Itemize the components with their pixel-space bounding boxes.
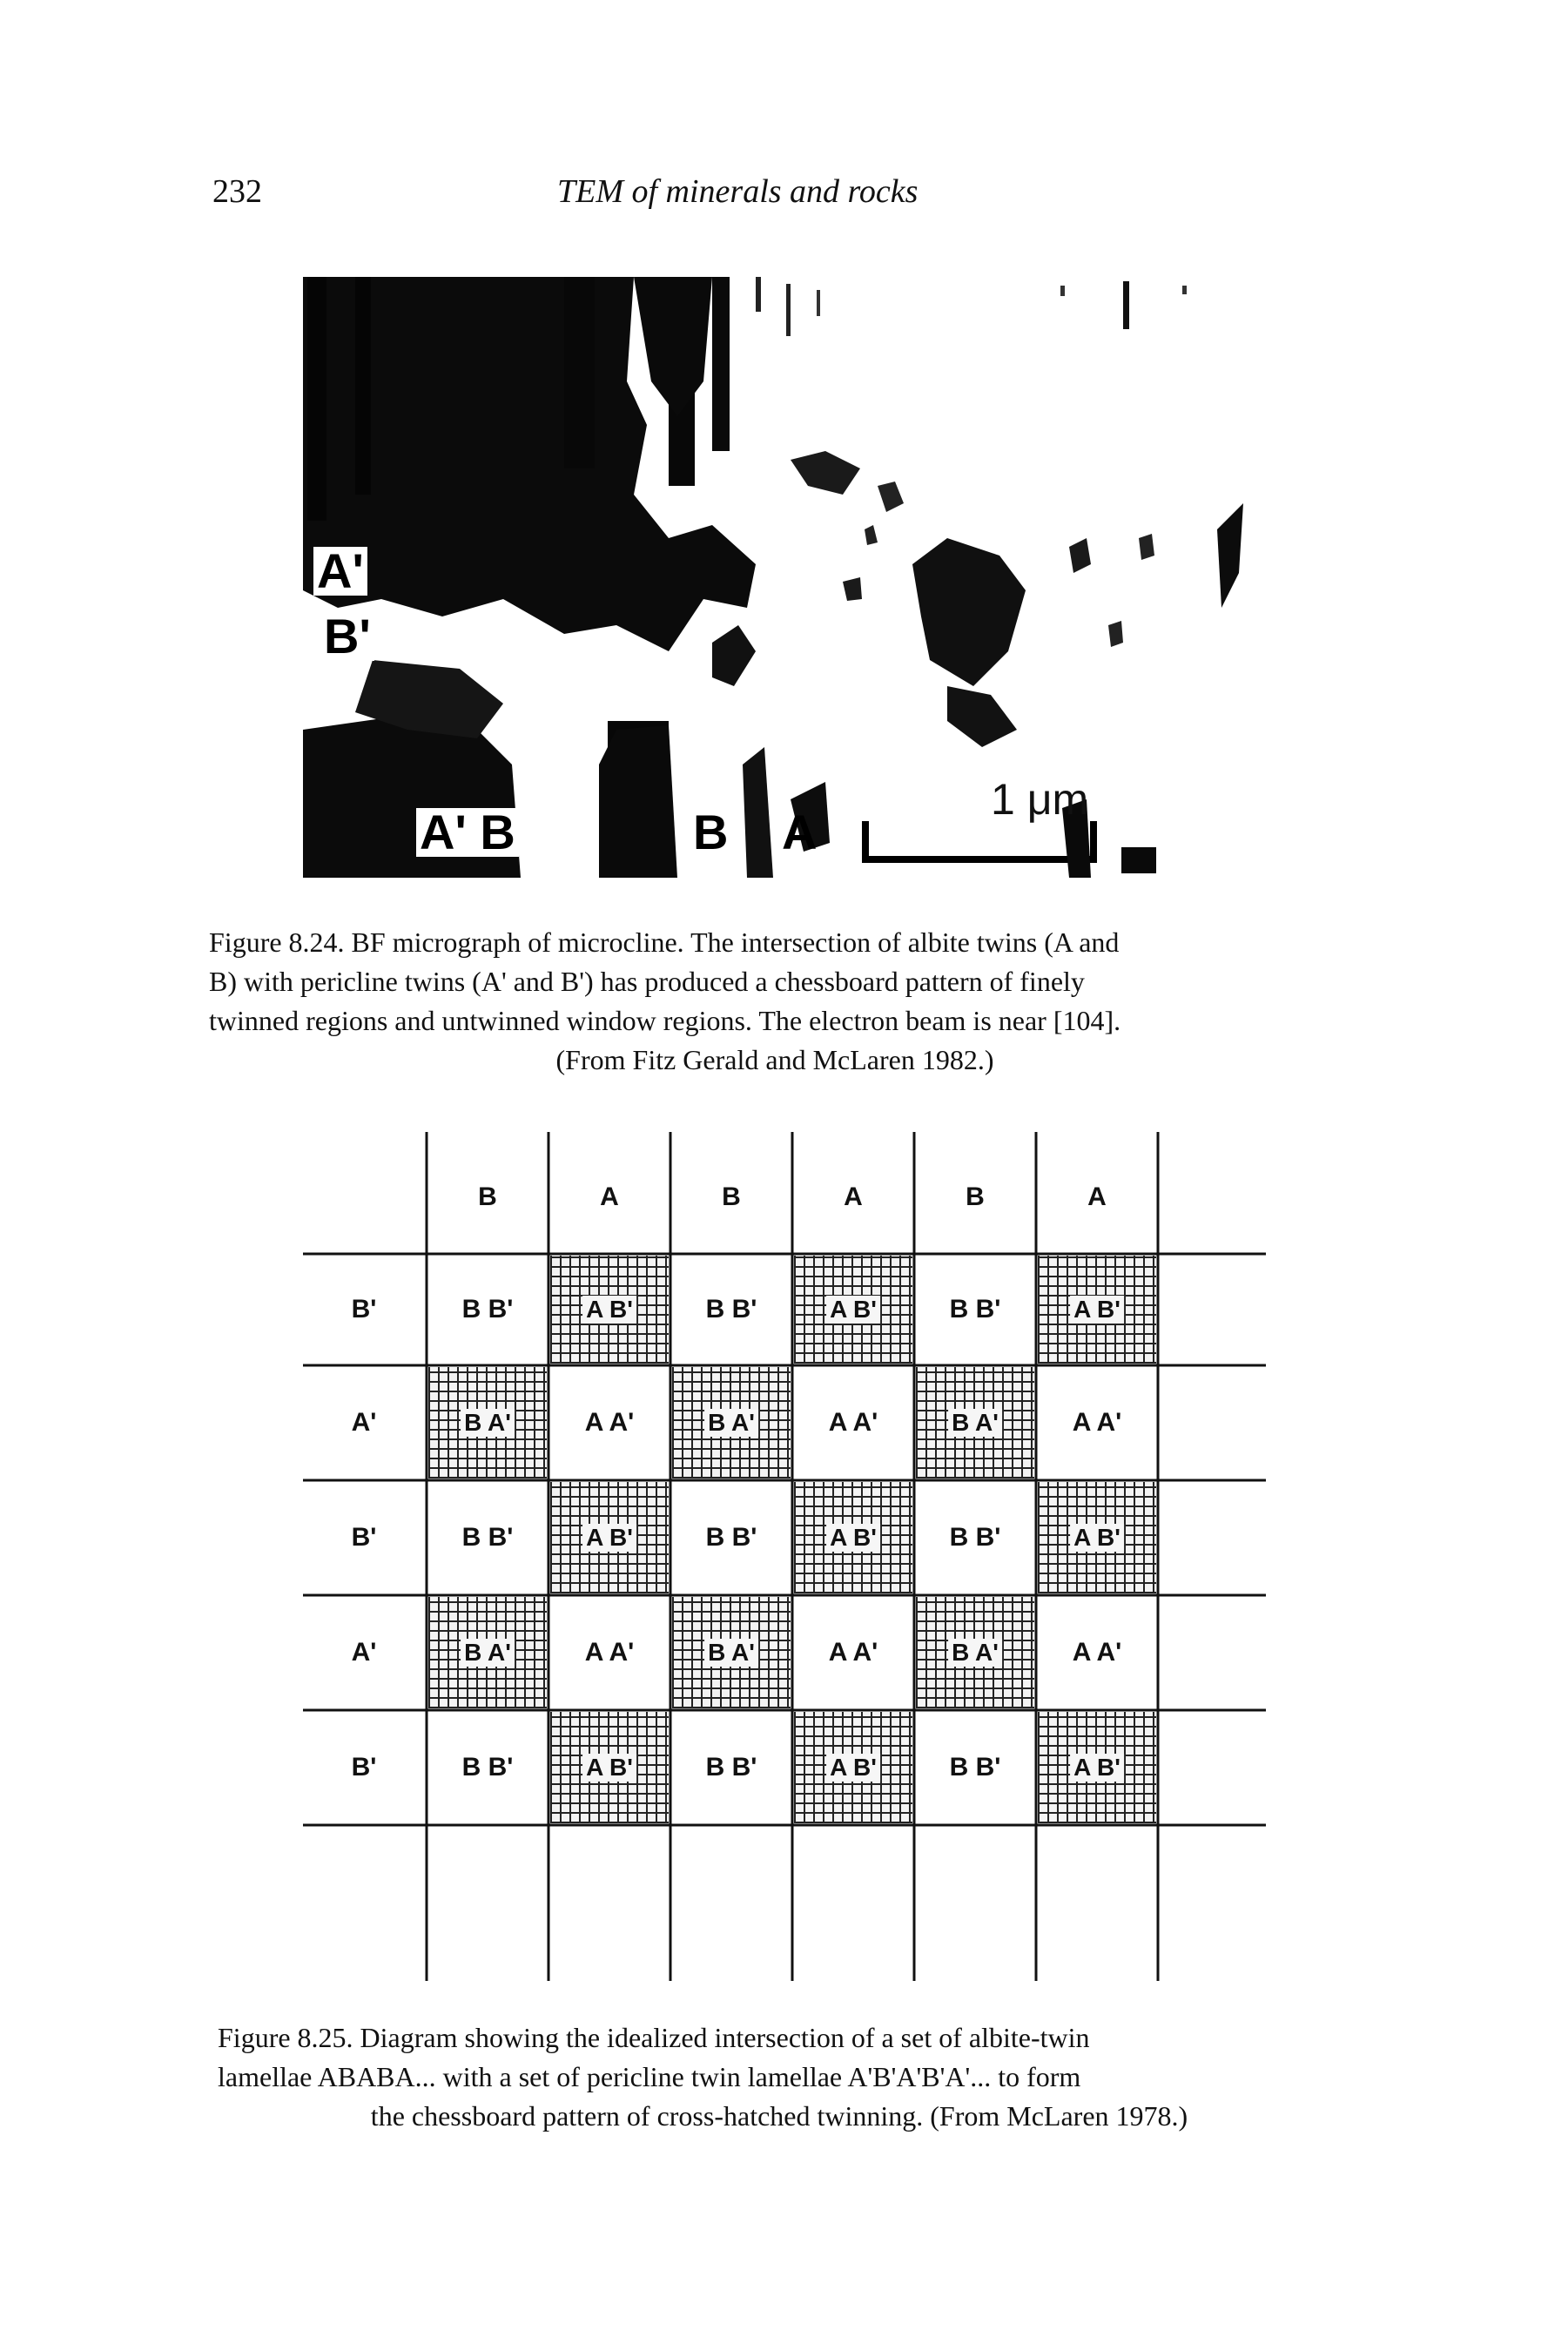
label-a-prime: A' xyxy=(313,547,367,596)
label-b: B xyxy=(693,805,729,859)
column-header: A xyxy=(600,1182,619,1211)
column-header: A xyxy=(1087,1182,1107,1211)
twinned-cell-label: A B' xyxy=(1070,1296,1124,1324)
window-cell: B B' xyxy=(705,1523,757,1552)
column-header: A xyxy=(844,1182,863,1211)
grid-lines xyxy=(303,1132,1266,1981)
twinned-cell-label: A B' xyxy=(826,1524,880,1552)
twinned-cell-label: B A' xyxy=(704,1409,758,1437)
twinned-cell-label: B A' xyxy=(704,1639,758,1667)
bf-micrograph: A' B' A' B B A 1 μm xyxy=(303,277,1266,878)
row-label: B' xyxy=(351,1295,377,1324)
window-cell: B B' xyxy=(949,1523,1001,1552)
twinned-cell-label: B A' xyxy=(948,1639,1002,1667)
twinned-cell: A B' xyxy=(794,1256,912,1364)
window-cell: A A' xyxy=(584,1638,635,1667)
twinned-cell-label: A B' xyxy=(826,1754,880,1782)
twinned-cell: B A' xyxy=(916,1367,1034,1479)
window-cell: B B' xyxy=(949,1753,1001,1782)
caption-line: lamellae ABABA... with a set of periclin… xyxy=(218,2061,1081,2092)
caption-line: B) with pericline twins (A' and B') has … xyxy=(209,966,1085,997)
twinned-cell-label: B A' xyxy=(461,1639,515,1667)
twinned-cell-label: A B' xyxy=(582,1296,636,1324)
twinned-cell: B A' xyxy=(672,1367,791,1479)
figure-824-caption: Figure 8.24. BF micrograph of microcline… xyxy=(209,923,1341,1080)
window-cell: A A' xyxy=(828,1408,878,1437)
row-label: B' xyxy=(351,1753,377,1782)
window-cell: B B' xyxy=(461,1753,514,1782)
column-header: B xyxy=(478,1182,497,1211)
twinned-cell: A B' xyxy=(1038,1482,1156,1593)
twinned-cell-label: B A' xyxy=(948,1409,1002,1437)
row-label: B' xyxy=(351,1523,377,1552)
row-label: A' xyxy=(351,1408,377,1437)
page-header: 232 TEM of minerals and rocks xyxy=(0,172,1568,225)
twinned-cell: A B' xyxy=(794,1712,912,1823)
window-cell: B B' xyxy=(705,1295,757,1324)
scale-bar-label: 1 μm xyxy=(991,775,1089,824)
window-cell: B B' xyxy=(461,1295,514,1324)
column-header: B xyxy=(722,1182,741,1211)
column-header: B xyxy=(966,1182,985,1211)
running-title: TEM of minerals and rocks xyxy=(557,173,919,210)
caption-line: (From Fitz Gerald and McLaren 1982.) xyxy=(555,1044,994,1075)
window-cell: B B' xyxy=(705,1753,757,1782)
label-a: A xyxy=(782,805,818,859)
twinned-cell: A B' xyxy=(1038,1712,1156,1823)
caption-line: Figure 8.24. BF micrograph of microcline… xyxy=(209,926,1120,958)
window-cell: B B' xyxy=(461,1523,514,1552)
micrograph-image xyxy=(303,277,1243,878)
label-b-prime: B' xyxy=(320,612,374,661)
twinned-cell-label: A B' xyxy=(1070,1524,1124,1552)
twinned-cell: B A' xyxy=(428,1367,547,1479)
page-number: 232 xyxy=(212,173,262,210)
twinned-cell-label: A B' xyxy=(1070,1754,1124,1782)
figure-825-caption: Figure 8.25. Diagram showing the idealiz… xyxy=(218,2018,1341,2136)
twinned-cell-label: A B' xyxy=(582,1754,636,1782)
window-cell: A A' xyxy=(828,1638,878,1667)
label-a-prime-b: A' B xyxy=(416,808,519,857)
twinned-cell: A B' xyxy=(550,1256,669,1364)
twinned-cell: A B' xyxy=(550,1482,669,1593)
window-cell: B B' xyxy=(949,1295,1001,1324)
window-cell: A A' xyxy=(584,1408,635,1437)
caption-line: Figure 8.25. Diagram showing the idealiz… xyxy=(218,2022,1090,2053)
chessboard-diagram: B A B A B A B' B B' A B' B B' A B' B B' A B' A' B A' A … xyxy=(303,1132,1266,1985)
twinned-cell: A B' xyxy=(550,1712,669,1823)
twinned-cell: A B' xyxy=(1038,1256,1156,1364)
twinned-cell: B A' xyxy=(916,1597,1034,1708)
twinned-cell: B A' xyxy=(428,1597,547,1708)
window-cell: A A' xyxy=(1072,1408,1122,1437)
twinned-cell-label: A B' xyxy=(582,1524,636,1552)
caption-line: twinned regions and untwinned window reg… xyxy=(209,1005,1121,1036)
twinned-cell: A B' xyxy=(794,1482,912,1593)
caption-line: the chessboard pattern of cross-hatched … xyxy=(370,2100,1188,2132)
twinned-cell: B A' xyxy=(672,1597,791,1708)
twinned-cell-label: B A' xyxy=(461,1409,515,1437)
window-cell: A A' xyxy=(1072,1638,1122,1667)
row-label: A' xyxy=(351,1638,377,1667)
twinned-cell-label: A B' xyxy=(826,1296,880,1324)
